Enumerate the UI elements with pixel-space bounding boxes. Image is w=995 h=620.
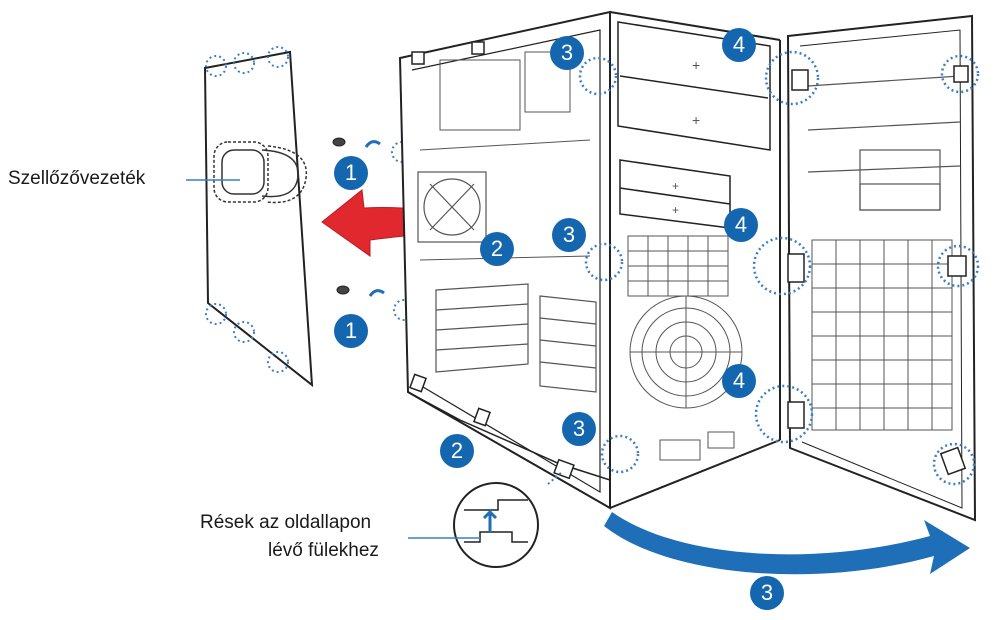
rear-fan-honeycomb: [629, 295, 743, 409]
step-badge-3-swing: 3: [750, 576, 784, 610]
step-badge-4-mid: 4: [724, 208, 758, 242]
clip-callouts: [578, 50, 980, 486]
svg-text:+: +: [672, 203, 679, 217]
svg-text:+: +: [672, 179, 679, 193]
internal-fan: [417, 171, 487, 243]
step-badge-1-upper: 1: [334, 156, 368, 190]
svg-text:+: +: [692, 57, 700, 73]
step-badge-1-lower: 1: [334, 314, 368, 348]
step-badge-3-low: 3: [562, 412, 596, 446]
step-badge-4-low: 4: [722, 364, 756, 398]
air-duct: [213, 141, 308, 204]
side-panel: [203, 50, 314, 388]
expansion-slots: [435, 283, 597, 393]
door-vent-grid: [811, 239, 953, 431]
duct-label: Szellőzővezeték: [8, 168, 146, 189]
step-badge-3-mid: 3: [552, 218, 586, 252]
step-badge-2-arrow: 2: [480, 232, 514, 266]
drive-bays: + + + +: [617, 21, 771, 229]
step-badge-2-base: 2: [440, 434, 474, 468]
slots-label-line1: Rések az oldallapon: [200, 512, 372, 533]
svg-text:+: +: [692, 112, 700, 128]
step-badge-3-top: 3: [550, 36, 584, 70]
slots-label-line2: lévő fülekhez: [268, 540, 379, 561]
panel-tab-callouts: [205, 46, 289, 373]
slot-zoom-detail: [408, 471, 563, 568]
front-vent-grid: [627, 235, 729, 297]
door-swing-arrow: [604, 512, 970, 575]
step-badge-4-top: 4: [722, 28, 756, 62]
front-door: [786, 14, 977, 522]
front-io: [659, 431, 735, 461]
